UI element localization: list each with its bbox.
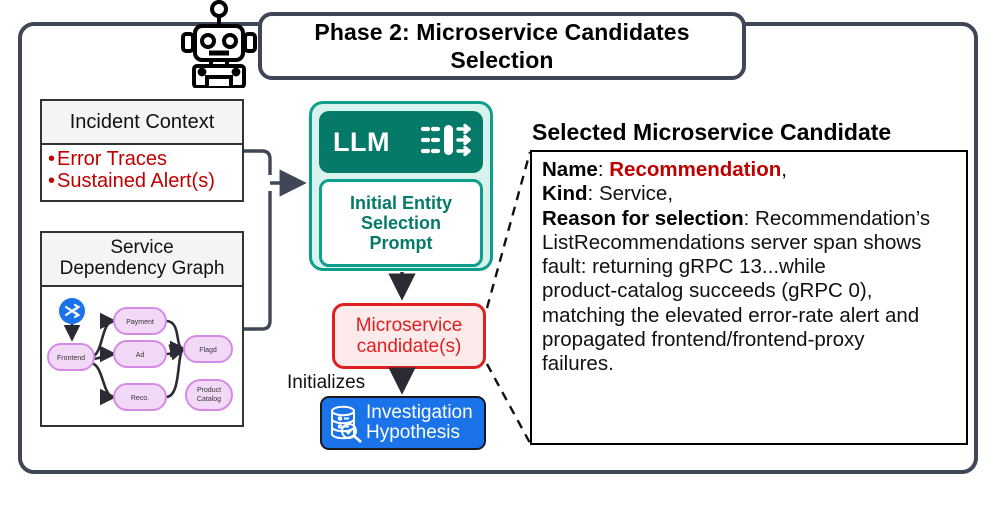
detail-field-name-suffix: ,	[781, 158, 787, 181]
detail-field-name-value: Recommendation	[609, 158, 782, 181]
detail-reason-line: fault: returning gRPC 13...while	[542, 255, 826, 279]
detail-field-kind-suffix: ,	[667, 182, 674, 206]
bullet-icon: •	[48, 170, 56, 193]
sdg-node-label-payment: Payment	[126, 319, 154, 326]
list-item: • Error Traces	[48, 148, 242, 170]
sdg-node-label-reco: Reco.	[131, 395, 149, 402]
candidate-line1: Microservice	[355, 314, 463, 336]
hypothesis-label: Investigation Hypothesis	[366, 403, 473, 443]
service-dependency-graph-canvas: Frontend Payment Ad Reco. Flagd Product …	[42, 287, 242, 427]
investigation-hypothesis-box: Investigation Hypothesis	[320, 396, 486, 450]
llm-inference-icon	[420, 120, 473, 165]
detail-field-name-key: Name	[542, 158, 598, 181]
detail-field-reason: Reason for selection: Recommendation’s	[542, 206, 931, 230]
sdg-node-label-product-catalog-1: Product	[197, 387, 221, 394]
list-item: • Sustained Alert(s)	[48, 170, 242, 192]
llm-header: LLM	[319, 111, 483, 173]
sdg-node-label-product-catalog-2: Catalog	[197, 396, 221, 403]
detail-field-reason-head: Recommendation’s	[755, 206, 931, 230]
llm-prompt-line2: Selection	[360, 212, 441, 233]
service-dependency-graph-heading: Service Dependency Graph	[42, 233, 242, 287]
detail-reason-line: ListRecommendations server span shows	[542, 230, 922, 254]
llm-prompt-box: Initial Entity Selection Prompt	[319, 179, 483, 267]
hypothesis-line1: Investigation	[366, 402, 473, 424]
detail-field-kind-key: Kind	[542, 182, 588, 206]
microservice-candidates-box: Microservice candidate(s)	[332, 303, 486, 369]
llm-card: LLM Initial Entity Selection Prompt	[309, 101, 493, 271]
sdg-node-label-flagd: Flagd	[199, 347, 217, 354]
phase-title-card: Phase 2: Microservice Candidates Selecti…	[258, 12, 746, 80]
incident-context-heading: Incident Context	[42, 101, 242, 145]
sdg-heading-line2: Dependency Graph	[59, 258, 225, 279]
sdg-node-label-frontend: Frontend	[57, 355, 85, 362]
initializes-label: Initializes	[287, 372, 366, 393]
sdg-node-label-ad: Ad	[136, 352, 145, 359]
phase-title-line2: Selection	[450, 47, 554, 73]
detail-field-kind-value: Service	[598, 182, 668, 206]
robot-icon	[181, 0, 257, 90]
llm-label: LLM	[333, 126, 390, 157]
detail-field-name: Name: Recommendation,	[542, 158, 787, 181]
llm-prompt-line3: Prompt	[369, 233, 433, 254]
list-item-label: Sustained Alert(s)	[57, 170, 215, 193]
candidate-line2: candidate(s)	[356, 336, 462, 357]
detail-reason-line: propagated frontend/frontend-proxy	[542, 327, 865, 351]
llm-prompt-line1: Initial Entity	[349, 192, 452, 213]
detail-reason-line: failures.	[542, 352, 614, 376]
hypothesis-line2: Hypothesis	[366, 422, 460, 443]
sdg-heading-line1: Service	[110, 237, 174, 259]
list-item-label: Error Traces	[57, 148, 168, 170]
detail-reason-line: matching the elevated error-rate alert a…	[542, 303, 920, 327]
bullet-icon: •	[48, 148, 56, 170]
service-dependency-graph-card: Service Dependency Graph	[40, 231, 244, 427]
detail-field-reason-key: Reason for selection	[542, 206, 744, 230]
incident-context-list: • Error Traces • Sustained Alert(s)	[42, 145, 242, 193]
detail-panel: Name: Recommendation, Kind: Service, Rea…	[530, 150, 968, 445]
detail-panel-title: Selected Microservice Candidate	[532, 119, 892, 145]
database-search-icon	[328, 403, 364, 443]
incident-context-card: Incident Context • Error Traces • Sustai…	[40, 99, 244, 202]
detail-reason-line: product-catalog succeeds (gRPC 0),	[542, 279, 873, 303]
detail-field-kind: Kind: Service,	[542, 182, 674, 206]
phase-title-line1: Phase 2: Microservice Candidates	[314, 18, 690, 45]
page-title: Phase 2: Microservice Candidates Selecti…	[306, 18, 697, 74]
